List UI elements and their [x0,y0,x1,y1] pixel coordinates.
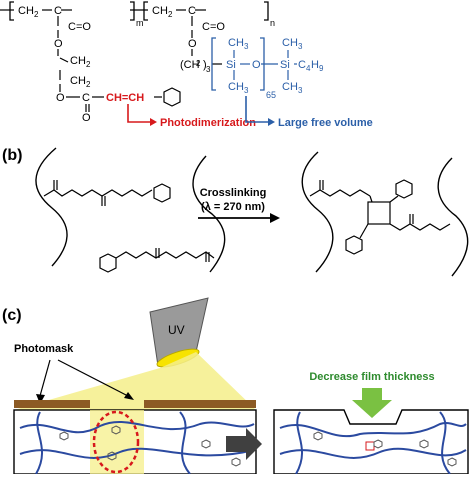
carbonyl-carbon: C [82,92,90,104]
cinnamate-double-bond: CH=CH [106,92,144,104]
ch3-b: CH [228,81,244,93]
subscript-n: n [270,18,275,28]
svg-text:3: 3 [298,42,303,51]
backbone-ch2-left: CH [18,5,34,17]
svg-text:2: 2 [196,59,201,68]
phenyl-ring-a [163,87,181,107]
silicon-2: Si [280,59,290,71]
photomask-right [144,400,256,408]
reaction-title: Crosslinking [200,187,267,199]
propyl-group: (CH [180,59,200,71]
subscript-m: m [136,18,144,28]
silicon-1: Si [226,59,236,71]
ester-oxygen-2: O [56,92,65,104]
backbone-c-right: C [188,5,196,17]
ch3-c: CH [282,37,298,49]
siloxane-oxygen: O [252,59,261,71]
thickness-arrow [352,388,392,418]
ester-oxygen-1: O [54,38,63,50]
carbonyl-1: C=O [68,21,91,33]
cinnamate-molecule-2 [99,248,215,273]
photomask-left [14,400,90,408]
svg-text:2: 2 [86,80,91,89]
polymer-chain-left-2 [192,155,226,273]
polymer-chain-right-2 [437,157,469,277]
subscript-65: 65 [266,90,276,100]
polymer-chain-left-1 [35,147,68,267]
svg-text:3: 3 [244,42,249,51]
svg-text:9: 9 [319,64,324,73]
ch3-d: CH [282,81,298,93]
large-free-volume-label: Large free volume [278,117,373,129]
process-arrow [226,428,262,460]
backbone-c-left: C [54,5,62,17]
reaction-condition: (λ = 270 nm) [201,201,265,213]
exposed-region [92,410,140,474]
photodimerization-label: Photodimerization [160,117,256,129]
svg-text:): ) [203,59,207,71]
butyl-group: C [298,59,306,71]
polymer-chain-right-1 [301,151,334,273]
svg-text:H: H [311,59,319,71]
photomask-label: Photomask [14,343,74,355]
uv-label: UV [168,323,185,337]
ch2-a: CH [70,55,86,67]
svg-text:2: 2 [168,10,173,19]
cinnamate-molecule-1 [43,180,171,206]
carbonyl-oxygen: O [82,112,91,124]
svg-text:3: 3 [244,86,249,95]
uv-light-cone [14,352,256,410]
panel-c-label: (c) [2,307,22,324]
panel-c: (c) UV Photomask [2,297,469,475]
panel-b-label: (b) [2,147,22,164]
svg-text:4: 4 [306,64,311,73]
panel-a: CH 2 C C=O m CH 2 C C=O n O CH 2 CH 2 O … [0,1,373,129]
svg-text:2: 2 [34,10,39,19]
svg-text:3: 3 [298,86,303,95]
decrease-thickness-label: Decrease film thickness [309,371,434,383]
subscript-3: 3 [206,65,211,74]
ester-oxygen-3: O [188,38,197,50]
panel-b: (b) Crosslinking (λ = 270 nm) [2,147,469,277]
carbonyl-2: C=O [202,21,225,33]
ch3-a: CH [228,37,244,49]
cyclobutane-dimer [309,179,451,255]
ch2-b: CH [70,75,86,87]
svg-text:2: 2 [86,60,91,69]
backbone-ch2-right: CH [152,5,168,17]
